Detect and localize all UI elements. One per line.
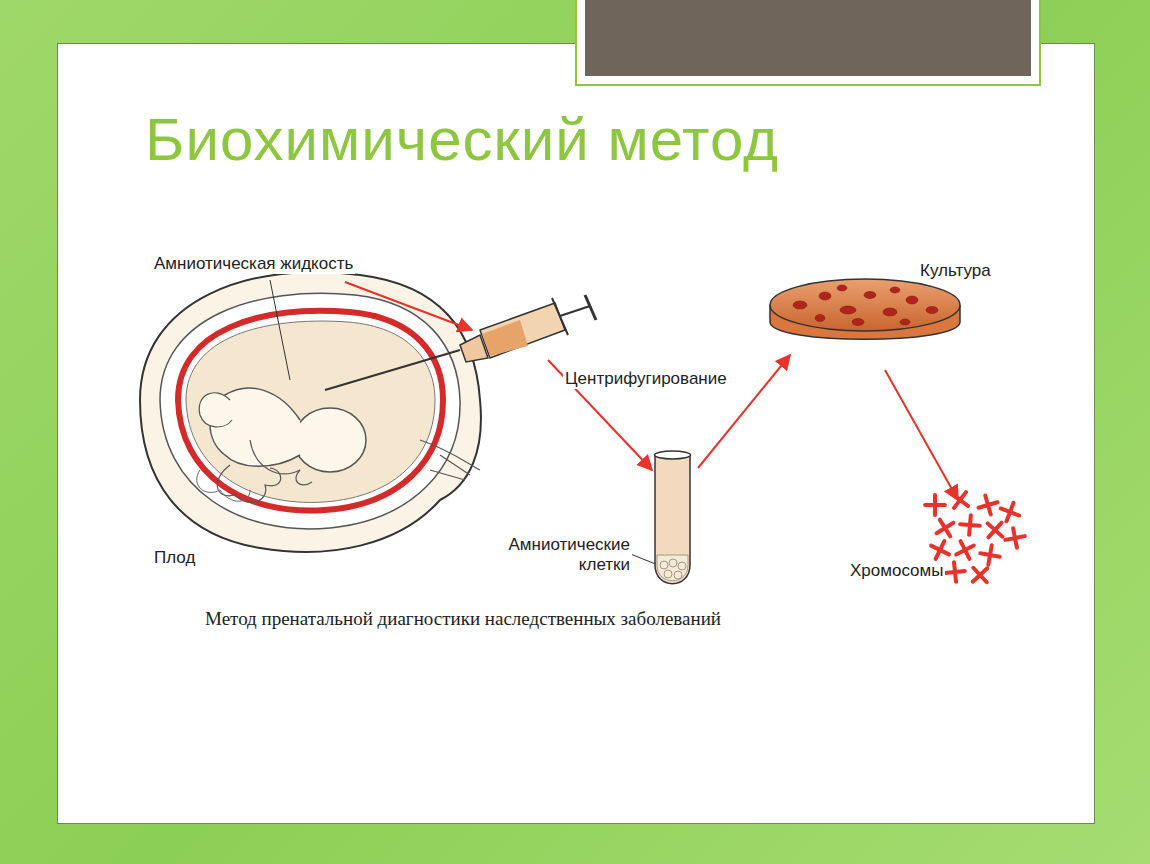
syringe: [325, 295, 596, 390]
figure-caption: Метод пренатальной диагностики наследств…: [205, 608, 721, 630]
chromosome: [960, 515, 980, 535]
chromosome: [1005, 528, 1024, 547]
chromosome: [937, 520, 954, 537]
uterus-drawing: [140, 272, 481, 552]
part-label: Центрифугирование: [563, 369, 729, 389]
leader-line: [270, 280, 290, 380]
chromosome: [973, 568, 987, 582]
petri-dish: [770, 279, 960, 339]
leader-line: [628, 553, 658, 565]
part-label: Плод: [152, 548, 197, 568]
part-label: Амниотические клетки: [470, 535, 632, 575]
chromosome: [988, 523, 1003, 538]
chromosome: [931, 541, 949, 559]
header-fill: [585, 0, 1031, 76]
test-tube: [655, 451, 691, 584]
part-label: Амниотическая жидкость: [152, 254, 355, 274]
chromosome: [978, 495, 997, 514]
chromosome: [925, 495, 945, 515]
header-box: [575, 0, 1041, 86]
chromosome: [980, 545, 999, 564]
part-label: Хромосомы: [848, 561, 945, 581]
chromosome: [1001, 503, 1019, 521]
chromosome: [945, 562, 965, 582]
process-arrows: [345, 282, 958, 500]
chromosome: [956, 541, 974, 559]
slide-title: Биохимический метод: [145, 105, 779, 174]
part-label: Культура: [918, 261, 993, 281]
